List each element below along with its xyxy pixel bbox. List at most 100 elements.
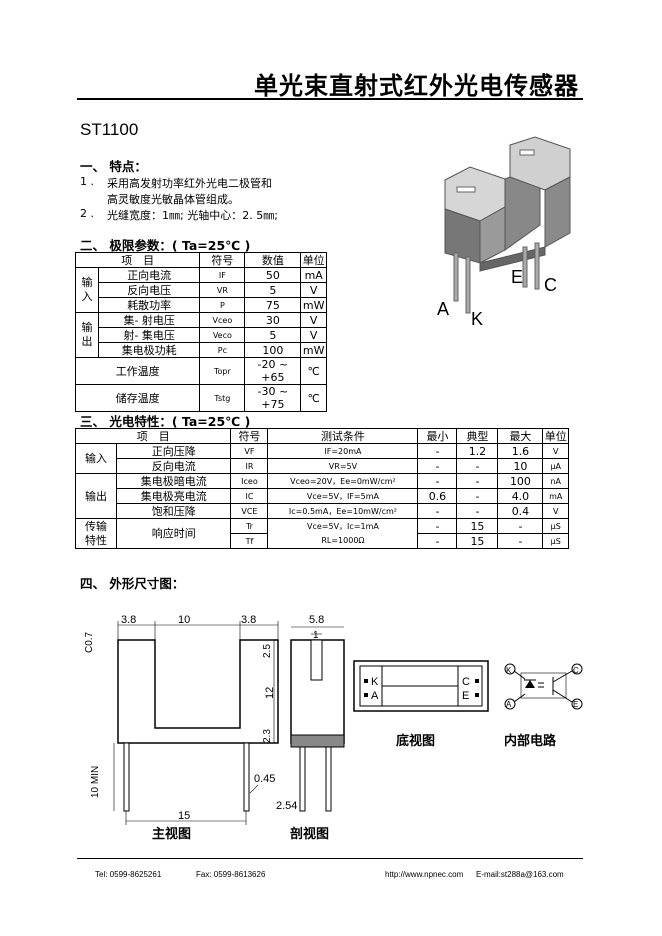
- caption-front: 主视图: [152, 826, 191, 841]
- bottom-label-c: C: [462, 676, 470, 688]
- table-cell: nA: [542, 473, 569, 489]
- optical-header: 单位: [542, 428, 569, 444]
- table-cell: μS: [542, 533, 569, 549]
- table-cell: mA: [300, 267, 327, 283]
- table-cell: mA: [542, 488, 569, 504]
- table-cell: Iceo: [230, 473, 269, 489]
- table-cell: 75: [244, 297, 302, 313]
- table-cell: -: [417, 503, 458, 519]
- table-cell: V: [542, 503, 569, 519]
- table-cell: V: [300, 312, 327, 328]
- dim-side-slit: 1: [313, 630, 319, 641]
- optical-header: 典型: [456, 428, 499, 444]
- circuit-label-c: C: [573, 666, 579, 675]
- footer-fax: Fax: 0599-8613626: [196, 870, 266, 879]
- dim-front-lead: 10 MIN: [90, 766, 101, 798]
- optical-group-switching: 传输特性: [75, 518, 117, 549]
- bottom-label-a: A: [371, 690, 379, 702]
- table-cell: -: [417, 458, 458, 474]
- table-cell: -: [497, 518, 544, 534]
- table-cell: Vce=5V，Ic=1mA: [267, 518, 419, 534]
- limits-group-input: 输入: [75, 267, 99, 313]
- table-cell: Pc: [199, 342, 246, 358]
- table-cell: 工作温度: [74, 357, 201, 385]
- table-cell: Vceo=20V，Ee=0mW/cm²: [267, 473, 419, 489]
- table-cell: μA: [542, 458, 569, 474]
- table-cell: IF=20mA: [267, 443, 419, 459]
- optical-table: 项 目 符号 测试条件 最小 典型 最大 单位 输入 正向压降 VF IF=20…: [74, 428, 569, 549]
- dim-front-width: 15: [178, 810, 190, 822]
- table-cell: Vceo: [199, 312, 246, 328]
- table-cell: 30: [244, 312, 302, 328]
- footer-tel: Tel: 0599-8625261: [95, 870, 162, 879]
- table-cell: -: [456, 458, 499, 474]
- table-cell: Tf: [230, 533, 269, 549]
- dim-front-d2: 10: [178, 614, 190, 626]
- table-cell: Tstg: [199, 384, 246, 412]
- table-cell: 0.4: [497, 503, 544, 519]
- feature-2-line1: 光缝宽度：1㎜; 光轴中心：2. 5㎜;: [107, 209, 278, 222]
- footer-email-link[interactable]: E-mail:st288a@163.com: [476, 870, 564, 879]
- table-cell: 1.2: [456, 443, 499, 459]
- table-cell: -: [456, 503, 499, 519]
- limits-heading: 二、 极限参数：( Ta=25℃ ): [80, 238, 251, 253]
- optical-header: 测试条件: [267, 428, 419, 444]
- pin-label-k: K: [471, 309, 483, 329]
- model-number: ST1100: [80, 120, 139, 139]
- table-cell: VCE: [230, 503, 269, 519]
- table-cell: μS: [542, 518, 569, 534]
- table-cell: V: [300, 327, 327, 343]
- circuit-label-k: K: [506, 666, 512, 675]
- table-cell: VR=5V: [267, 458, 419, 474]
- table-cell: -: [456, 488, 499, 504]
- limits-header: 项 目: [74, 252, 201, 268]
- table-cell: 响应时间: [115, 518, 232, 549]
- table-cell: Veco: [199, 327, 246, 343]
- table-cell: 0.6: [417, 488, 458, 504]
- table-cell: 集电极功耗: [97, 342, 201, 358]
- optical-header: 符号: [230, 428, 269, 444]
- caption-side: 剖视图: [290, 826, 329, 841]
- table-cell: -20 ~ +65: [244, 357, 302, 385]
- circuit-label-e: E: [573, 700, 578, 709]
- table-cell: 1.6: [497, 443, 544, 459]
- table-cell: 100: [244, 342, 302, 358]
- table-cell: Topr: [199, 357, 246, 385]
- outline-drawing: 3.8 10 3.8 C0.7 10 MIN 0.45 15 主视图 5.8 1…: [84, 614, 583, 841]
- table-cell: -: [417, 473, 458, 489]
- table-cell: 耗散功率: [97, 297, 201, 313]
- table-cell: 50: [244, 267, 302, 283]
- table-cell: 饱和压降: [115, 503, 232, 519]
- table-cell: Ic=0.5mA，Ee=10mW/cm²: [267, 503, 419, 519]
- table-cell: Tr: [230, 518, 269, 534]
- dim-front-height: 12: [264, 687, 276, 699]
- limits-group-output: 输出: [75, 312, 99, 358]
- table-cell: ℃: [300, 357, 327, 385]
- dim-front-bottom: 2.3: [262, 729, 273, 743]
- feature-1-line2: 高灵敏度光敏晶体管组成。: [107, 193, 239, 206]
- footer-website-link[interactable]: http://www.npnec.com: [385, 870, 464, 879]
- table-cell: RL=1000Ω: [267, 533, 419, 549]
- table-cell: -30 ~ +75: [244, 384, 302, 412]
- optical-group-input: 输入: [75, 443, 117, 474]
- table-cell: 集- 射电压: [97, 312, 201, 328]
- dim-front-d1: 3.8: [121, 614, 136, 626]
- circuit-label-a: A: [506, 700, 512, 709]
- pin-label-a: A: [437, 299, 449, 319]
- table-cell: Vce=5V，IF=5mA: [267, 488, 419, 504]
- dim-front-d3: 3.8: [241, 614, 256, 626]
- feature-1-line1: 采用高发射功率红外光电二极管和: [107, 177, 272, 190]
- table-cell: 反向电流: [115, 458, 232, 474]
- bottom-label-k: K: [371, 676, 379, 688]
- table-cell: 正向压降: [115, 443, 232, 459]
- table-cell: mW: [300, 342, 327, 358]
- dim-front-chamfer: C0.7: [84, 631, 95, 653]
- table-cell: 5: [244, 282, 302, 298]
- dim-front-pin: 0.45: [254, 773, 275, 785]
- dim-side-width: 5.8: [309, 614, 324, 626]
- limits-table: 项 目 符号 数值 单位 输入 正向电流 IF 50 mA 反向电压 VR 5 …: [74, 252, 327, 412]
- dim-front-top: 2.5: [262, 644, 273, 658]
- limits-header: 数值: [244, 252, 302, 268]
- footer-rule: [77, 858, 583, 859]
- table-cell: 10: [497, 458, 544, 474]
